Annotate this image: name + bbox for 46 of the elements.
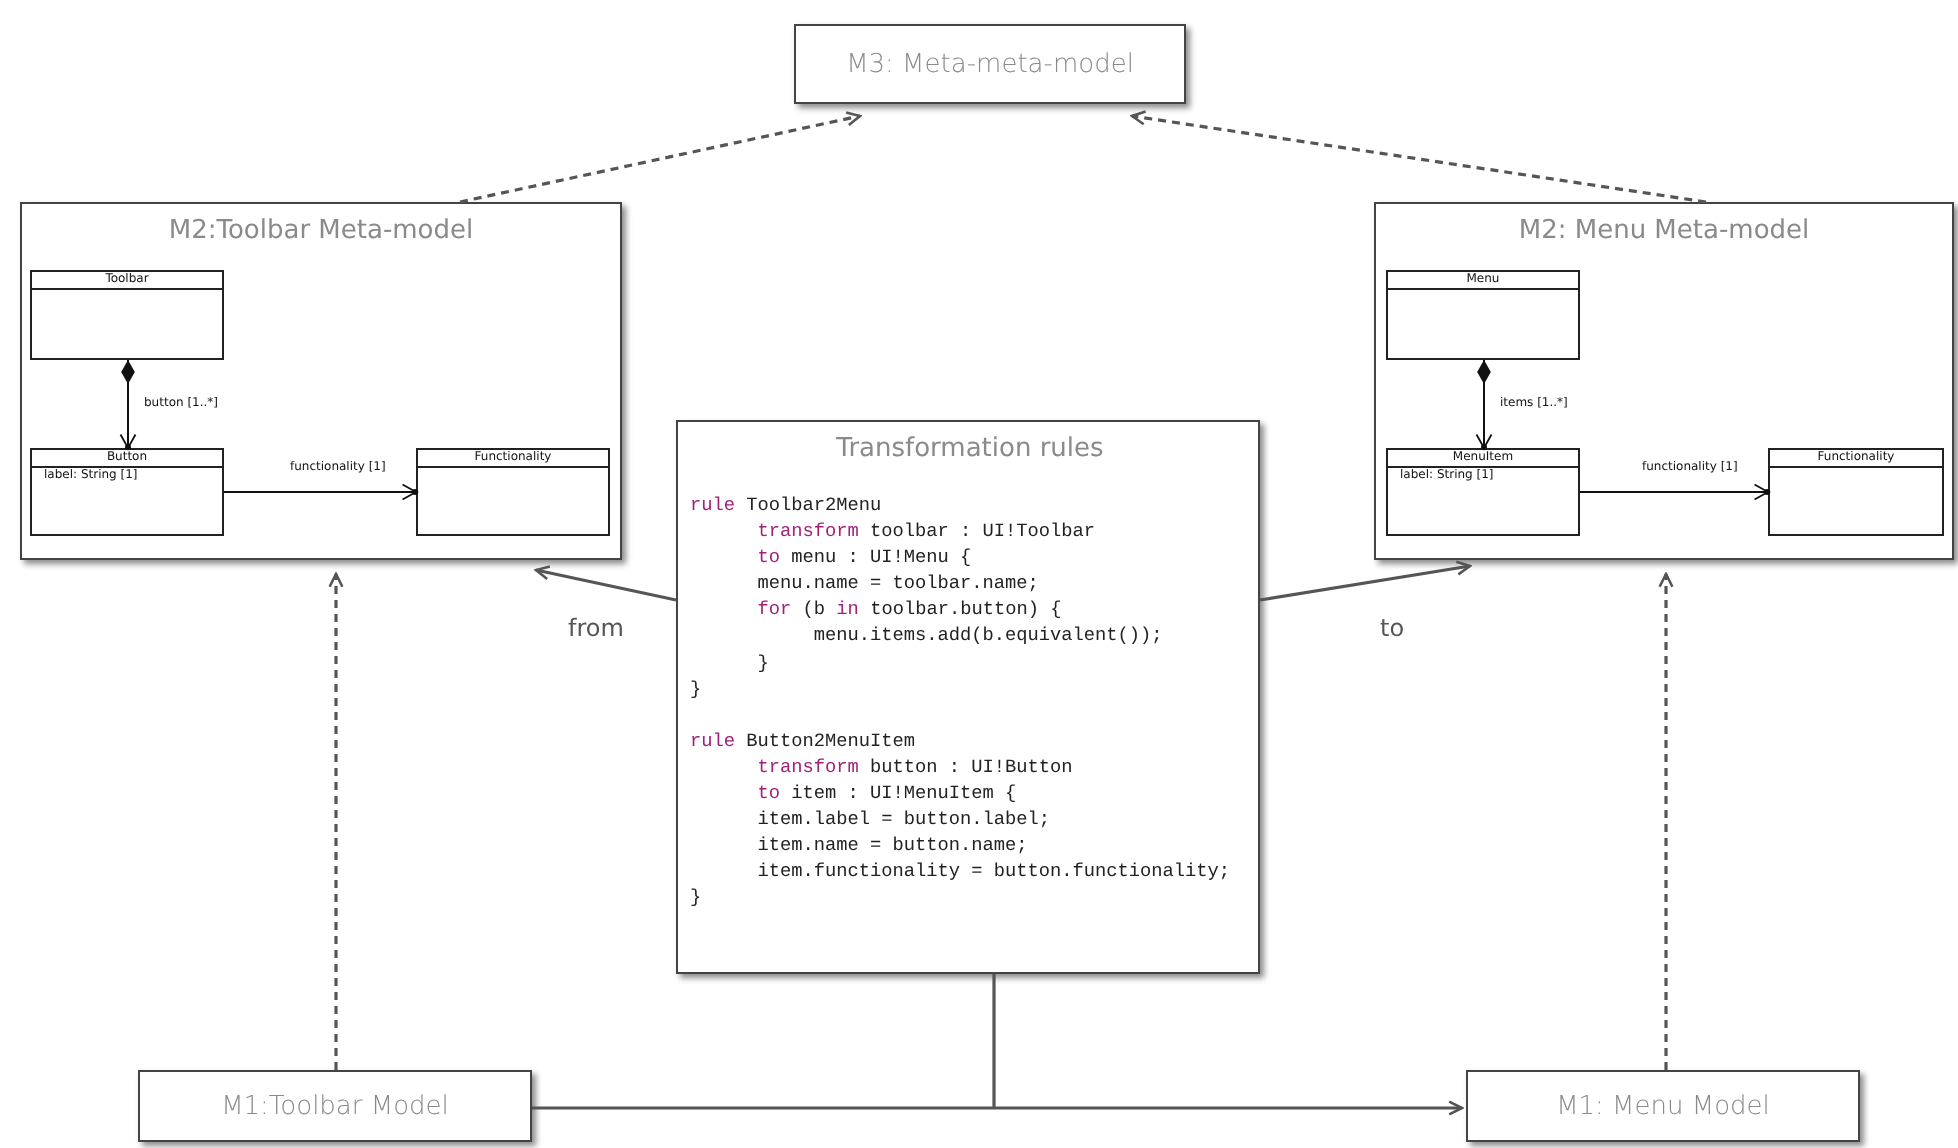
package-box [1374,202,1954,560]
arrow [534,565,677,602]
code-title: Transformation rules [836,434,1104,464]
code-line: menu.name = toolbar.name; [755,570,1039,597]
box-title: M1:Toolbar Model [221,1091,449,1121]
code-line: rule Button2MenuItem [690,727,916,754]
edge-label: to [1380,616,1405,643]
code-line: to item : UI!MenuItem { [755,779,1017,807]
code-line: transform toolbar : UI!Toolbar [755,518,1096,545]
package-title: M2: Menu Meta-model [1516,216,1812,246]
code-line: item.label = button.label; [755,806,1051,833]
class-box [1386,448,1580,536]
arrow [1130,110,1707,204]
model-box [794,24,1186,104]
box-title: M3: Meta-meta-model [846,49,1134,79]
arrow [1259,560,1472,602]
class-box [30,448,224,536]
code-box [676,420,1260,974]
association-line [1475,359,1493,452]
association-line [119,359,137,452]
box-title: M1: Menu Model [1556,1091,1770,1121]
code-line: } [755,649,769,676]
model-box [138,1070,532,1142]
model-box [1466,1070,1860,1142]
class-box [30,270,224,360]
arrow [459,111,862,204]
association-line [1579,483,1772,501]
code-line: to menu : UI!Menu { [755,544,972,571]
code-line: } [690,675,702,702]
edge-label: from [568,616,624,643]
code-line: for (b in toolbar.button) { [755,596,1062,623]
class-box [416,448,610,536]
package-title: M2:Toolbar Meta-model [166,216,476,246]
code-line: menu.items.add(b.equivalent()); [811,622,1163,650]
code-line: item.name = button.name; [755,832,1028,859]
arrow [328,572,344,1070]
class-box [1768,448,1944,536]
package-box [20,202,622,560]
code-line: item.functionality = button.functionality; [755,858,1231,885]
arrow [1658,572,1674,1070]
association-line [223,483,420,501]
code-line: rule Toolbar2Menu [690,492,882,519]
arrow [532,1100,1464,1116]
code-line: transform button : UI!Button [755,753,1073,780]
class-box [1386,270,1580,360]
code-line: } [690,884,702,911]
